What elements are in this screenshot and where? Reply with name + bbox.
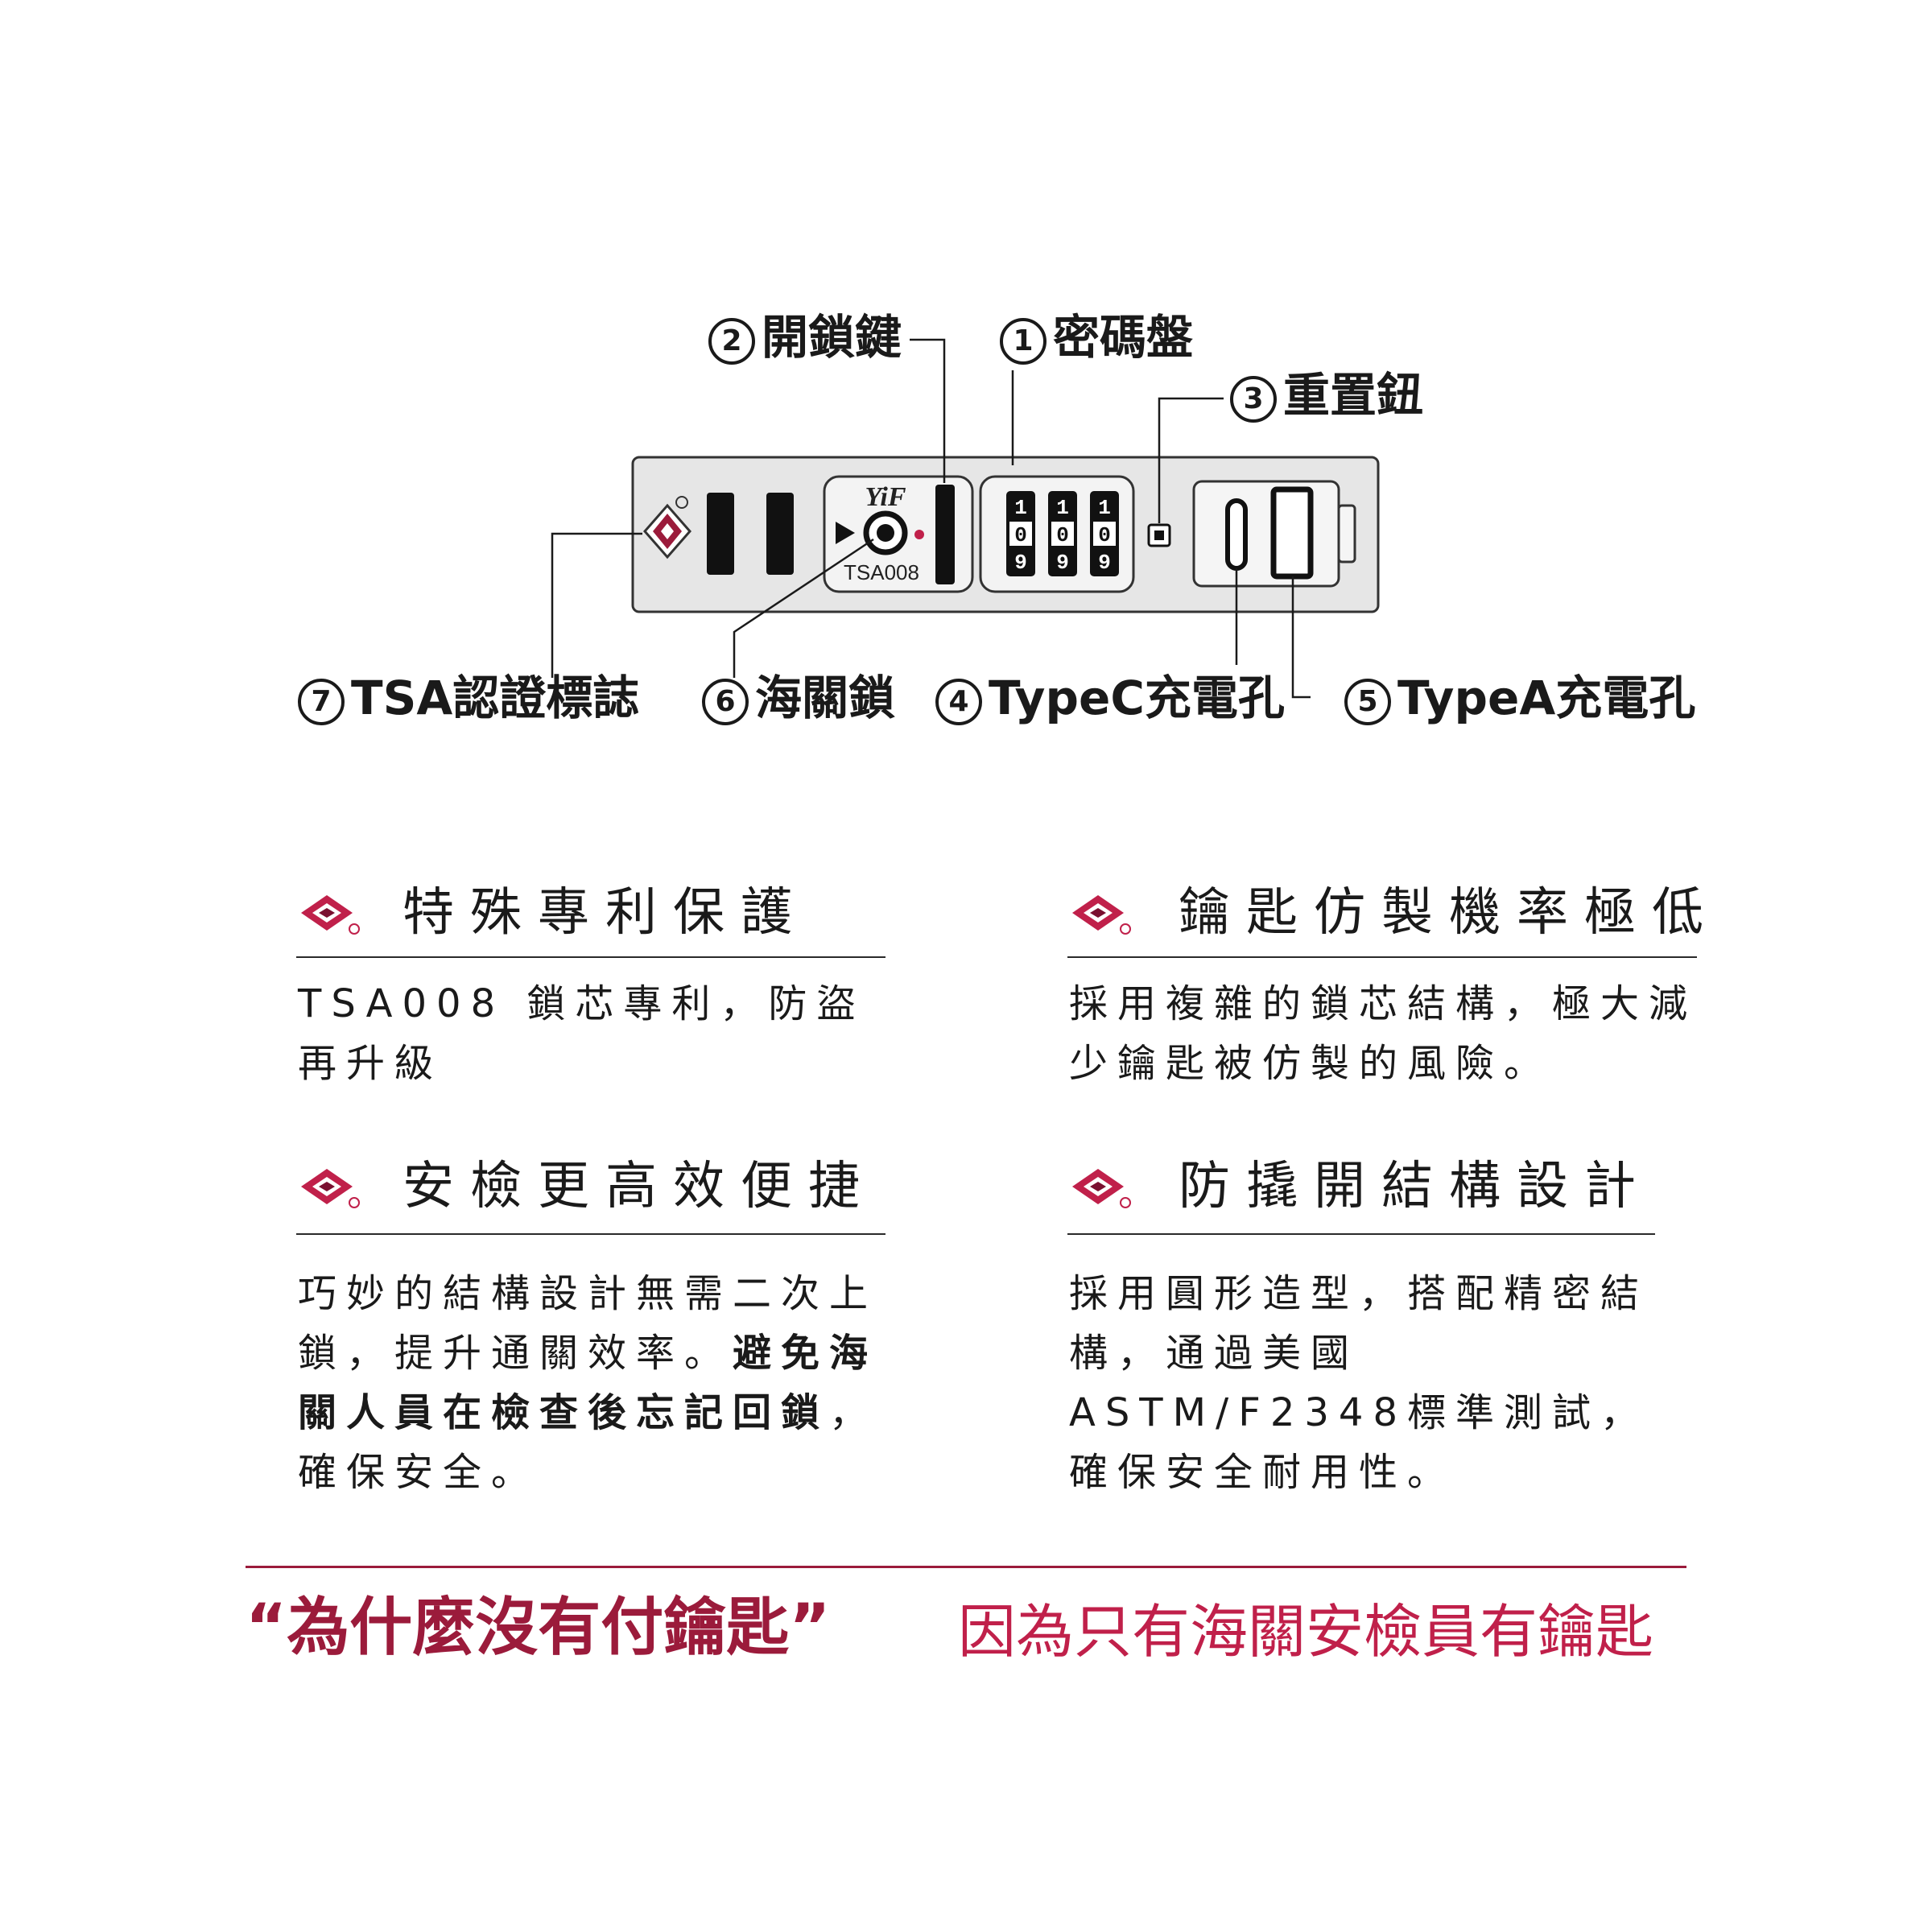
dial-digit: 1	[1056, 496, 1069, 520]
brand-diamond-icon	[1072, 895, 1131, 935]
feature-title: 鑰匙仿製機率極低	[1179, 883, 1719, 943]
dial-digit: 9	[1014, 551, 1027, 575]
feature-divider	[1067, 1233, 1655, 1235]
combination-dial[interactable]: 1 0 9	[1006, 491, 1035, 576]
feature-divider	[296, 956, 886, 958]
bottom-divider	[246, 1566, 1686, 1568]
brand-diamond-icon	[301, 895, 360, 935]
slot-bar	[707, 493, 734, 575]
dial-digit: 9	[1056, 551, 1069, 575]
arrow-icon	[836, 522, 855, 544]
feature-body: 採用複雜的鎖芯結構，極大減少鑰匙被仿製的風險。	[1069, 981, 1698, 1086]
model-label: TSA008	[844, 560, 919, 584]
tsa-logo-icon	[643, 496, 691, 559]
dial-digit: 1	[1014, 496, 1027, 520]
dial-digit: 0	[1014, 523, 1027, 547]
brand-diamond-icon	[1072, 1169, 1131, 1208]
feature-body: 採用圓形造型，搭配精密結構，通過美國 ASTM/F2348標準測試，確保安全耐用…	[1069, 1271, 1649, 1495]
dial-digit: 9	[1098, 551, 1111, 575]
feature-title: 安檢更高效便捷	[402, 1157, 876, 1216]
dial-digit: 0	[1056, 523, 1069, 547]
port-panel	[1192, 480, 1340, 588]
unlock-button-bar	[935, 485, 955, 584]
feature-divider	[296, 1233, 886, 1235]
slot-bar	[766, 493, 794, 575]
typea-port-icon	[1270, 486, 1314, 580]
dial-digit: 0	[1098, 523, 1111, 547]
feature-body: 巧妙的結構設計無需二次上鎖，提升通關效率。避免海關人員在檢查後忘記回鎖，確保安全…	[298, 1271, 878, 1495]
dial-digit: 1	[1098, 496, 1111, 520]
faq-answer: 因為只有海關安檢員有鑰匙	[958, 1598, 1654, 1666]
feature-title: 防撬開結構設計	[1179, 1157, 1652, 1216]
brand-diamond-icon	[301, 1169, 360, 1208]
combination-dial[interactable]: 1 0 9	[1090, 491, 1119, 576]
combination-dial[interactable]: 1 0 9	[1048, 491, 1077, 576]
feature-divider	[1067, 956, 1697, 958]
feature-body: TSA008 鎖芯專利，防盜再升級	[298, 981, 865, 1086]
brand-logo: YiF	[865, 482, 906, 512]
typec-port-icon	[1225, 498, 1248, 571]
faq-question: “為什麼沒有付鑰匙”	[246, 1591, 831, 1664]
indicator-dot	[914, 530, 924, 539]
lock-diagram: YiF TSA008 1 0 9 1 0 9 1 0 9	[551, 338, 1380, 699]
feature-title: 特殊專利保護	[402, 883, 808, 943]
